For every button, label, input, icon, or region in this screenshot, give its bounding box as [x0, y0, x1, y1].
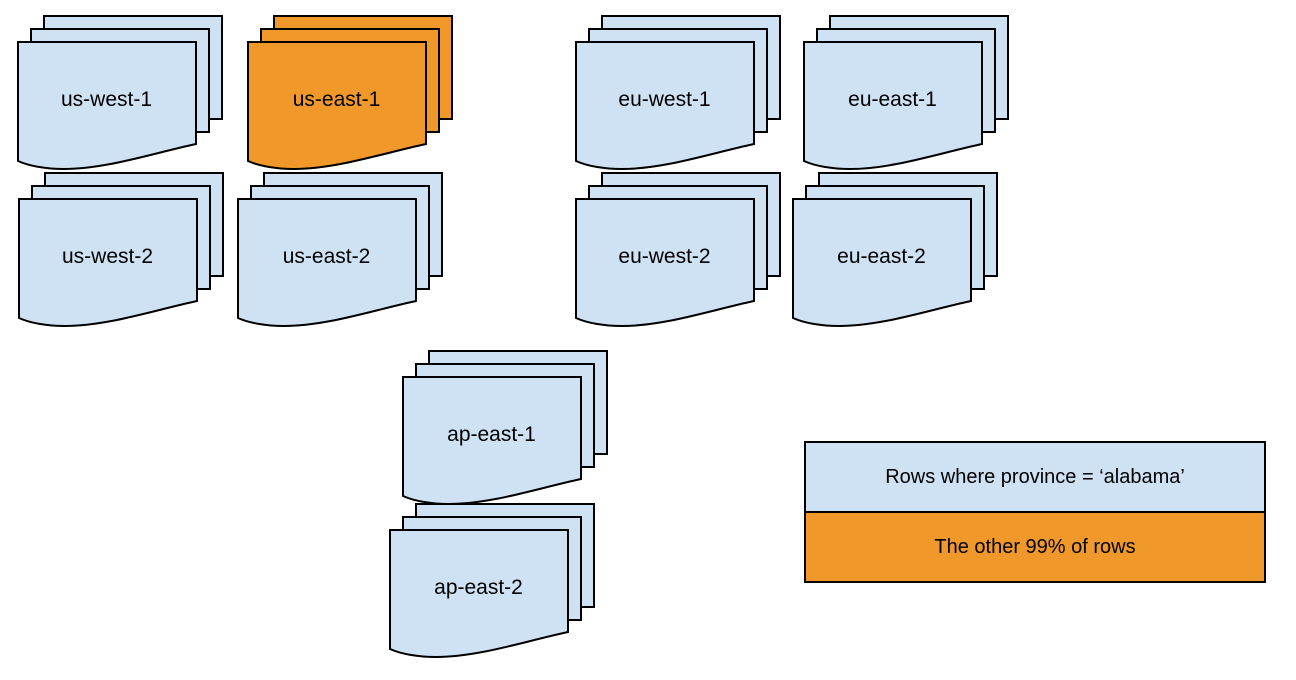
doc-stack-us-west-1: us-west-1 — [17, 15, 223, 173]
document-page-front — [402, 376, 582, 506]
document-page-front — [575, 198, 755, 328]
document-page-front — [575, 41, 755, 171]
doc-stack-us-west-2: us-west-2 — [18, 172, 224, 330]
doc-stack-eu-east-1: eu-east-1 — [803, 15, 1009, 173]
doc-stack-us-east-1: us-east-1 — [247, 15, 453, 173]
document-stack-shape — [575, 172, 781, 328]
document-stack-shape — [18, 172, 224, 328]
document-page-front — [792, 198, 972, 328]
doc-stack-us-east-2: us-east-2 — [237, 172, 443, 330]
document-stack-shape — [247, 15, 453, 171]
document-stack-shape — [803, 15, 1009, 171]
document-stack-shape — [402, 350, 608, 506]
document-stack-shape — [17, 15, 223, 171]
doc-stack-eu-east-2: eu-east-2 — [792, 172, 998, 330]
document-page-front — [17, 41, 197, 171]
legend-label-other: The other 99% of rows — [934, 535, 1136, 558]
legend-row-province: Rows where province = ‘alabama’ — [806, 443, 1264, 513]
document-stack-shape — [575, 15, 781, 171]
doc-stack-ap-east-1: ap-east-1 — [402, 350, 608, 508]
legend: Rows where province = ‘alabama’ The othe… — [804, 441, 1266, 583]
document-page-front — [389, 529, 569, 659]
doc-stack-eu-west-1: eu-west-1 — [575, 15, 781, 173]
document-stack-shape — [237, 172, 443, 328]
doc-stack-eu-west-2: eu-west-2 — [575, 172, 781, 330]
document-page-front — [237, 198, 417, 328]
document-stack-shape — [792, 172, 998, 328]
legend-row-other: The other 99% of rows — [806, 513, 1264, 581]
document-page-front — [803, 41, 983, 171]
legend-label-province: Rows where province = ‘alabama’ — [885, 465, 1185, 488]
document-stack-shape — [389, 503, 595, 659]
doc-stack-ap-east-2: ap-east-2 — [389, 503, 595, 661]
document-page-front — [18, 198, 198, 328]
document-page-front — [247, 41, 427, 171]
